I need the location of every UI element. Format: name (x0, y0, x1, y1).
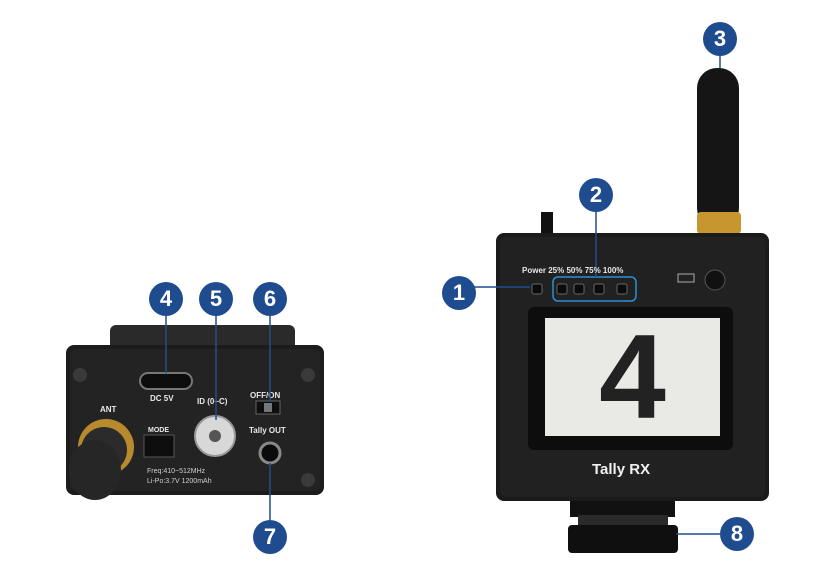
led-75 (593, 283, 605, 295)
callout-4: 4 (149, 282, 183, 316)
led-50 (573, 283, 585, 295)
on-off-label: OFF/ON (250, 391, 281, 400)
shoe-mount (570, 501, 675, 517)
display-screen (545, 318, 720, 436)
callout-8: 8 (720, 517, 754, 551)
dc-5v-label: DC 5V (150, 394, 174, 403)
callout-6: 6 (253, 282, 287, 316)
callout-7: 7 (253, 520, 287, 554)
power-led (531, 283, 543, 295)
mode-switch (143, 434, 175, 458)
model-label: Tally RX (592, 461, 651, 478)
front-button (704, 269, 726, 291)
screw (73, 368, 87, 382)
callout-3: 3 (703, 22, 737, 56)
screw (301, 473, 315, 487)
callout-2: 2 (579, 178, 613, 212)
led-25 (556, 283, 568, 295)
antenna (697, 68, 739, 228)
callout-1: 1 (442, 276, 476, 310)
freq-label: Freq:410~512MHz (147, 468, 206, 475)
display-number: 4 (599, 310, 666, 444)
screw (301, 368, 315, 382)
battery-label: Li-Po:3.7V 1200mAh (147, 478, 212, 485)
battery-icon (677, 273, 695, 283)
ant-label: ANT (100, 405, 117, 414)
callout-5: 5 (199, 282, 233, 316)
id-label: ID (0~C) (197, 397, 228, 406)
led-labels: Power 25% 50% 75% 100% (522, 266, 624, 275)
tally-out-label: Tally OUT (249, 426, 286, 435)
mode-label: MODE (148, 427, 169, 434)
led-100 (616, 283, 628, 295)
